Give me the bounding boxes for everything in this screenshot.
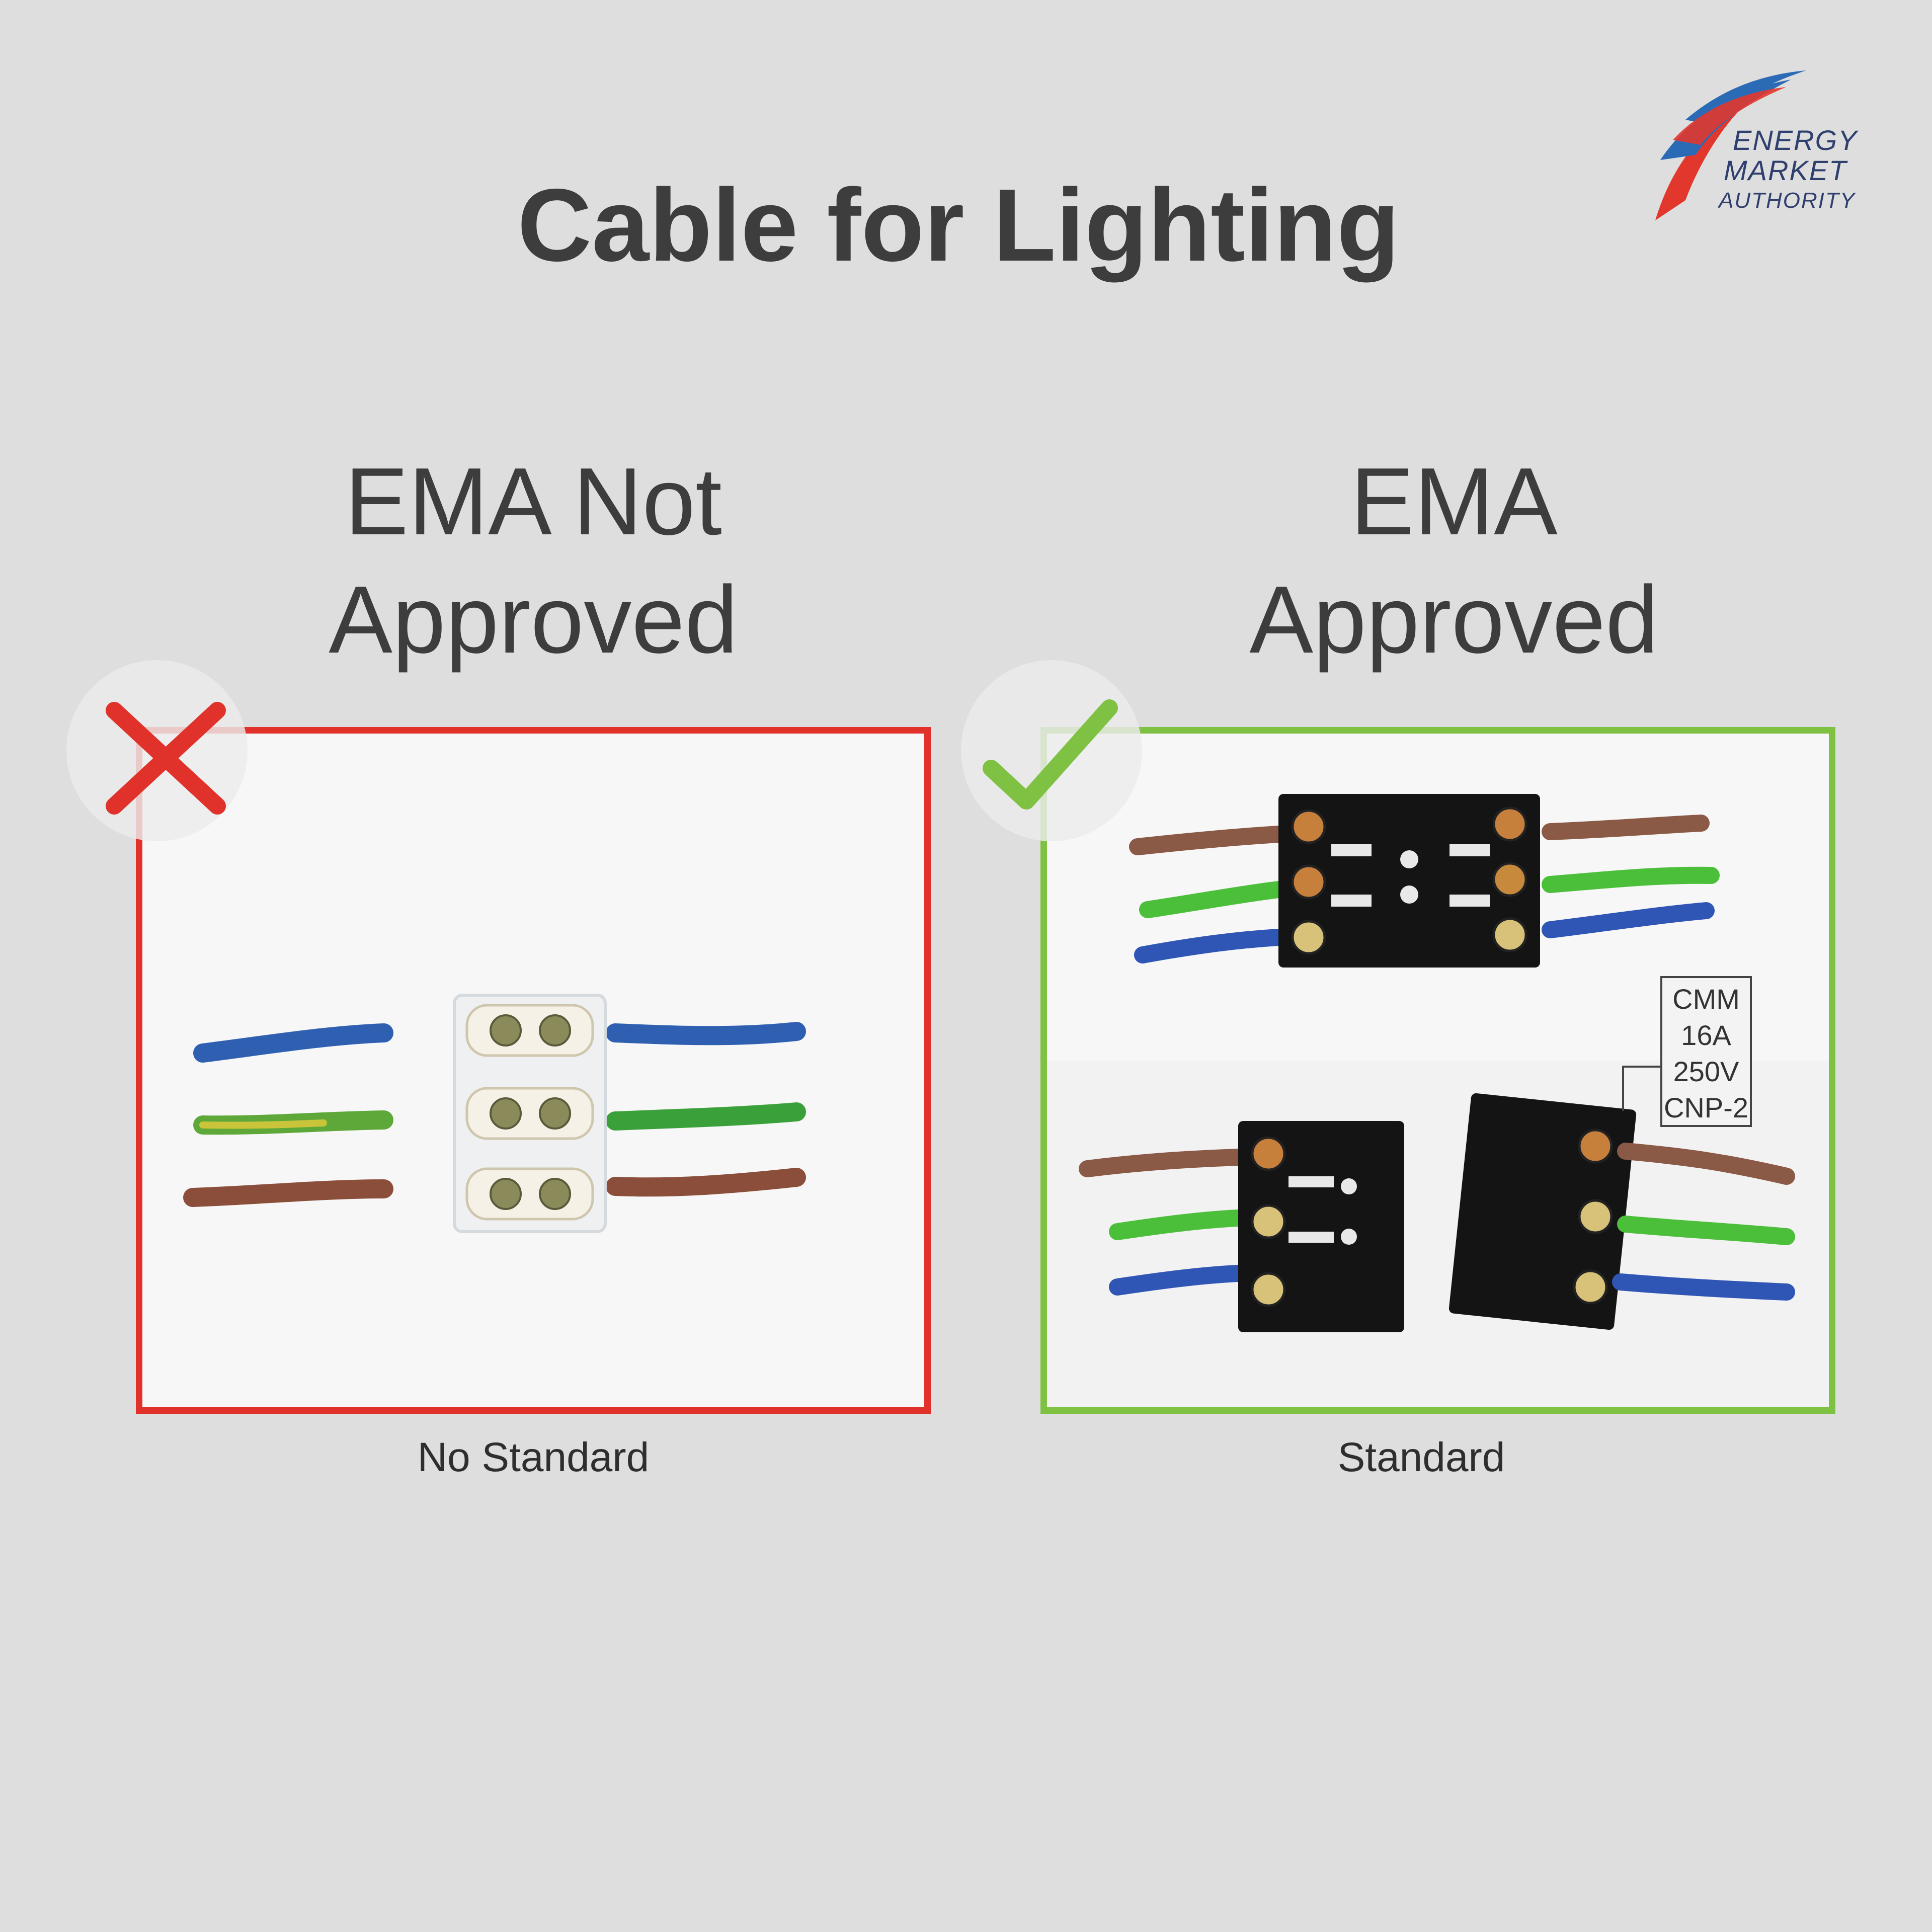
ema-logo: Energy Market Authority	[1625, 59, 1907, 230]
heading-not-approved-line1: EMA Not	[345, 448, 722, 555]
logo-text-energy: Energy	[1733, 124, 1858, 156]
terminal-block-photo	[183, 994, 806, 1233]
approved-badge	[961, 660, 1142, 841]
spec-label-brand: CMM	[1672, 983, 1740, 1015]
spec-label-current: 16A	[1681, 1019, 1731, 1051]
spec-label-voltage: 250V	[1673, 1056, 1739, 1087]
heading-not-approved-line2: Approved	[329, 567, 738, 673]
logo-text-market: Market	[1724, 154, 1847, 186]
cross-icon	[106, 702, 226, 815]
heading-approved-line1: EMA	[1350, 448, 1558, 555]
caption-standard: Standard	[1337, 1434, 1505, 1480]
not-approved-badge	[66, 660, 248, 841]
approved-photo-panel	[1040, 727, 1835, 1414]
heading-not-approved: EMA Not Approved	[282, 443, 785, 679]
cnp-connector-photo	[1047, 794, 1829, 1407]
not-approved-photo-panel	[136, 727, 931, 1414]
page-title: Cable for Lighting	[517, 168, 1400, 283]
spec-label-model: CNP-2	[1663, 1092, 1749, 1123]
caption-no-standard: No Standard	[417, 1434, 650, 1480]
heading-approved: EMA Approved	[1202, 443, 1706, 679]
heading-approved-line2: Approved	[1249, 567, 1659, 673]
logo-swoosh-icon	[1655, 70, 1806, 220]
spec-label-box: CMM 16A 250V CNP-2	[1660, 976, 1752, 1127]
logo-text-authority: Authority	[1719, 188, 1856, 213]
check-icon	[983, 699, 1118, 810]
